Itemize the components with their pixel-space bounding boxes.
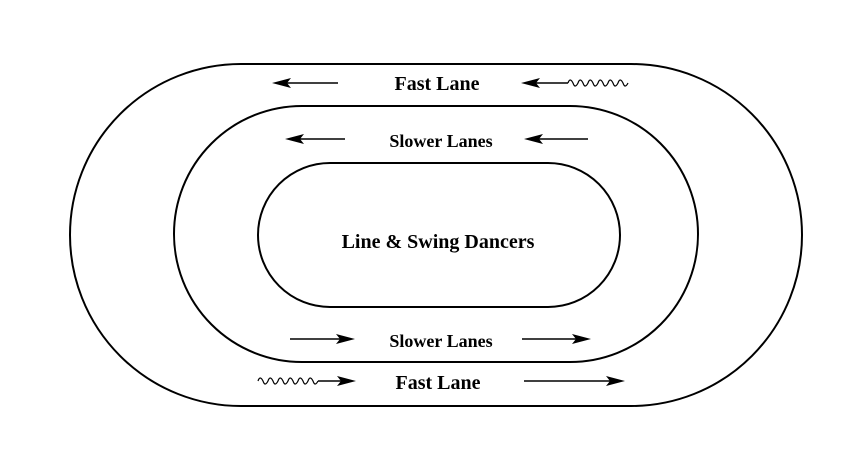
fast-lane-top-label: Fast Lane — [395, 73, 480, 95]
middle-track-outline — [173, 105, 699, 363]
center-label: Line & Swing Dancers — [342, 231, 535, 253]
outer-track-outline — [69, 63, 803, 407]
arrow-icon — [522, 334, 591, 344]
arrow-icon — [290, 334, 355, 344]
arrow-icon — [272, 78, 338, 88]
arrow-icon — [524, 134, 588, 144]
slower-lanes-top-label: Slower Lanes — [389, 131, 492, 151]
arrow-icon — [285, 134, 345, 144]
wavy-arrow-tail-icon — [521, 78, 629, 88]
fast-lane-bottom-label: Fast Lane — [396, 372, 481, 394]
slower-lanes-bottom-label: Slower Lanes — [389, 331, 492, 351]
inner-track-outline — [257, 162, 621, 308]
arrow-icon — [524, 376, 625, 386]
wavy-arrow-tail-icon — [257, 376, 356, 386]
